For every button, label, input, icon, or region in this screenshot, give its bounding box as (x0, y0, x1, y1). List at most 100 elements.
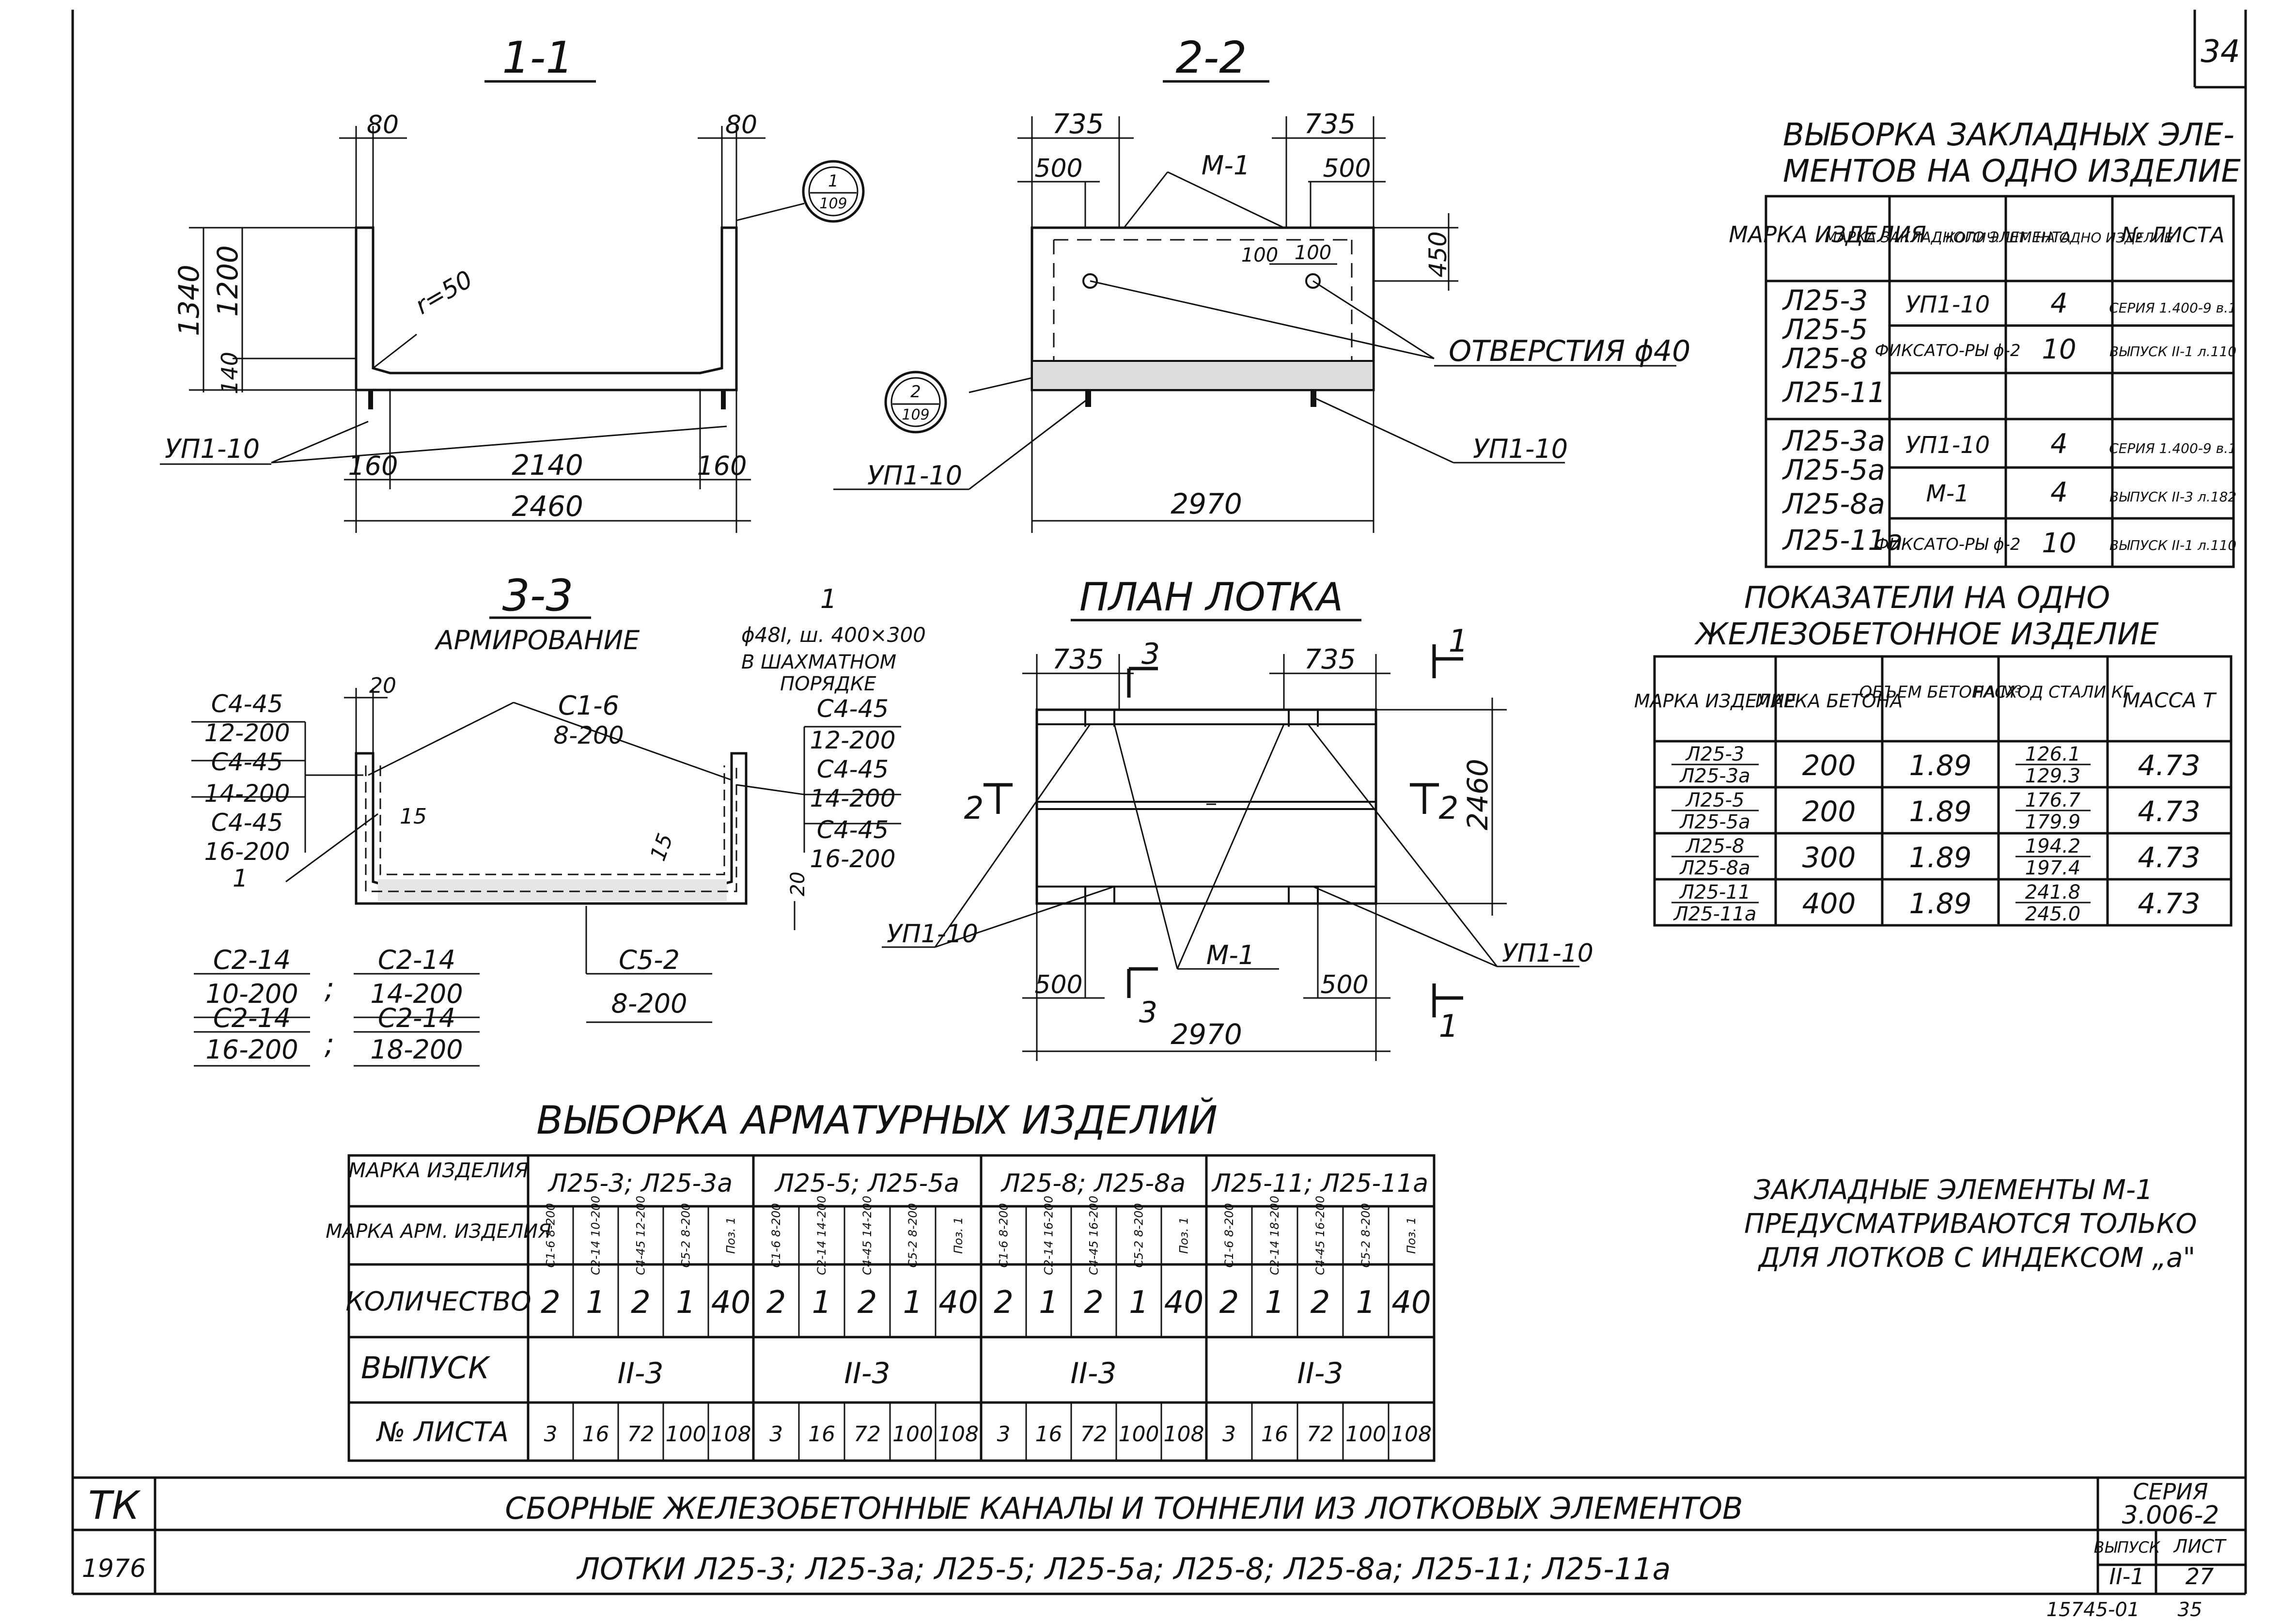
embedded-elements-block: ВЫБОРКА ЗАКЛАДНЫХ ЭЛЕ- МЕНТОВ НА ОДНО ИЗ… (1729, 117, 2241, 568)
indicators-title-l1: ПОКАЗАТЕЛИ НА ОДНО (1744, 580, 2110, 615)
rebar-sheet-2-0: 3 (997, 1422, 1011, 1447)
c5-step: 8-200 (611, 988, 687, 1019)
dim-20-side: 20 (787, 872, 809, 896)
plan-dim-735-left: 735 (1052, 644, 1104, 675)
r-c4a-mark: С4-45 (817, 695, 889, 723)
dim-80-right: 80 (725, 110, 757, 140)
rebar-item-3-4: Поз. 1 (1405, 1217, 1418, 1254)
plan-embed-left: УП1-10 (887, 920, 978, 949)
ind-r2-steel-a: 194.2 (2025, 835, 2081, 857)
c2c-mark: С2-14 (213, 1003, 291, 1033)
note-l2: ПРЕДУСМАТРИВАЮТСЯ ТОЛЬКО (1744, 1208, 2197, 1240)
rebar-label-mark: МАРКА ИЗДЕЛИЯ (348, 1158, 529, 1182)
c4a-step: 12-200 (204, 719, 290, 747)
emb-g2-r0-sheet: СЕРИЯ 1.400-9 в.1 (2109, 440, 2237, 456)
emb-g2-mark-2: Л25-8а (1782, 487, 1885, 520)
ind-r2-concrete: 300 (1802, 841, 1856, 874)
dim-450: 450 (1424, 231, 1452, 277)
ind-r3-concrete: 400 (1802, 887, 1856, 920)
c1-step: 8-200 (553, 721, 624, 749)
rebar-sheet-1-0: 3 (769, 1422, 783, 1447)
rebar-qty-3-3: 1 (1356, 1285, 1376, 1321)
rebar-sheet-2-2: 72 (1080, 1422, 1108, 1447)
rebar-group-1-name: Л25-5; Л25-5а (774, 1169, 959, 1198)
rebar-item-0-4: Поз. 1 (724, 1217, 738, 1254)
plan-embed-right: УП1-10 (1502, 939, 1593, 968)
rebar-block: ВЫБОРКА АРМАТУРНЫХ ИЗДЕЛИЙ МАРКА ИЗДЕЛИЯ… (326, 1097, 1436, 1462)
section-1-1-title: 1-1 (502, 32, 574, 83)
radius-label: r=50 (410, 265, 477, 320)
rebar-qty-2-0: 2 (994, 1285, 1014, 1321)
rebar-qty-0-0: 2 (541, 1285, 561, 1321)
ind-head-volume: ОБЪЕМ БЕТОНА М³ (1859, 683, 2022, 702)
sheet-frame (71, 10, 2247, 1595)
title-block-year: 1976 (82, 1554, 146, 1583)
ind-r3-mark-b: Л25-11а (1673, 903, 1757, 925)
ind-head-concrete: МАРКА БЕТОНА (1755, 690, 1903, 712)
plan-dim-500-left: 500 (1034, 970, 1082, 999)
rebar-item-2-3: С5-2 8-200 (1132, 1203, 1146, 1267)
c5-mark: С5-2 (619, 945, 680, 975)
ind-r2-mark-b: Л25-8а (1679, 857, 1750, 879)
rebar-sheet-2-1: 16 (1035, 1422, 1062, 1447)
emb-g1-r0-qty: 4 (2050, 288, 2068, 319)
rebar-label-qty: КОЛИЧЕСТВО (345, 1286, 531, 1317)
c4c-mark: С4-45 (211, 809, 283, 837)
title-block-code: ТК (88, 1483, 141, 1528)
ind-r1-volume: 1.89 (1909, 795, 1971, 828)
cut-1-bottom: 1 (1439, 1009, 1459, 1044)
rebar-item-3-1: С2-14 18-200 (1268, 1196, 1281, 1275)
emb-g2-r2-element: ФИКСАТО-РЫ ϕ-2 (1874, 535, 2020, 554)
rebar-qty-2-4: 40 (1164, 1285, 1203, 1321)
emb-head-mark: МАРКА ИЗДЕЛИЯ (1729, 221, 1926, 248)
dim-735-right: 735 (1304, 109, 1356, 140)
c4b-step: 14-200 (204, 779, 290, 808)
rebar-group-0-name: Л25-3; Л25-3а (547, 1169, 733, 1198)
callout-2-num: 2 (910, 382, 921, 402)
rebar-group-3-name: Л25-11; Л25-11а (1211, 1169, 1428, 1198)
ind-r0-steel-b: 129.3 (2025, 765, 2081, 787)
rebar-qty-2-3: 1 (1129, 1285, 1149, 1321)
ind-r0-steel-a: 126.1 (2025, 743, 2081, 765)
ind-head-mark: МАРКА ИЗДЕЛИЕ (1634, 690, 1796, 712)
rebar-item-1-0: С1-6 8-200 (769, 1203, 783, 1267)
emb-head-qty: КОЛИЧ. ШТ. НА ОДНО ИЗДЕЛИЕ (1946, 230, 2173, 246)
rebar-qty-0-3: 1 (676, 1285, 696, 1321)
dim-140: 140 (217, 352, 243, 394)
rebar-sheet-2-3: 100 (1119, 1422, 1159, 1447)
cut-3-bottom: 3 (1139, 996, 1157, 1029)
dim-735-left: 735 (1052, 109, 1104, 140)
emb-g2-r2-sheet: ВЫПУСК II-1 л.110 (2109, 537, 2236, 553)
cut-1-top: 1 (1449, 623, 1468, 659)
rebar-item-0-0: С1-6 8-200 (544, 1203, 558, 1267)
rebar-sheet-1-2: 72 (854, 1422, 881, 1447)
dim-15-right: 15 (645, 830, 678, 864)
emb-g2-r0-element: УП1-10 (1906, 432, 1990, 459)
emb-g2-r1-sheet: ВЫПУСК II-3 л.182 (2109, 489, 2236, 505)
plan-title: ПЛАН ЛОТКА (1079, 575, 1343, 620)
emb-g2-r0-qty: 4 (2050, 428, 2068, 460)
rebar-qty-3-1: 1 (1265, 1285, 1285, 1321)
rebar-qty-1-1: 1 (812, 1285, 832, 1321)
embed-right-2-2: УП1-10 (1473, 434, 1568, 464)
ind-r1-mark-b: Л25-5а (1679, 811, 1750, 833)
rebar-qty-2-1: 1 (1039, 1285, 1059, 1321)
title-block-subtitle: ЛОТКИ Л25-3; Л25-3а; Л25-5; Л25-5а; Л25-… (576, 1551, 1671, 1587)
rebar-item-3-3: С5-2 8-200 (1359, 1203, 1373, 1267)
ind-r1-steel-a: 176.7 (2025, 789, 2081, 811)
ind-r3-mark-a: Л25-11 (1679, 881, 1750, 904)
rebar-item-1-4: Поз. 1 (952, 1217, 965, 1254)
ind-r2-volume: 1.89 (1909, 841, 1971, 874)
ind-r3-volume: 1.89 (1909, 887, 1971, 920)
trough-profile-1-1 (355, 226, 738, 391)
embedded-title-l1: ВЫБОРКА ЗАКЛАДНЫХ ЭЛЕ- (1783, 117, 2234, 153)
semicolon-1: ; (325, 971, 334, 1005)
section-3-3: 3-3 АРМИРОВАНИЕ (191, 570, 926, 1067)
cut-3-top: 3 (1141, 637, 1160, 671)
ind-r2-mark-a: Л25-8 (1685, 835, 1745, 857)
embedded-title-l2: МЕНТОВ НА ОДНО ИЗДЕЛИЕ (1783, 154, 2241, 189)
dim-160-left: 160 (348, 451, 398, 481)
trough-profile-3-3 (355, 752, 748, 905)
title-block-title: СБОРНЫЕ ЖЕЛЕЗОБЕТОННЫЕ КАНАЛЫ И ТОННЕЛИ … (505, 1491, 1743, 1526)
